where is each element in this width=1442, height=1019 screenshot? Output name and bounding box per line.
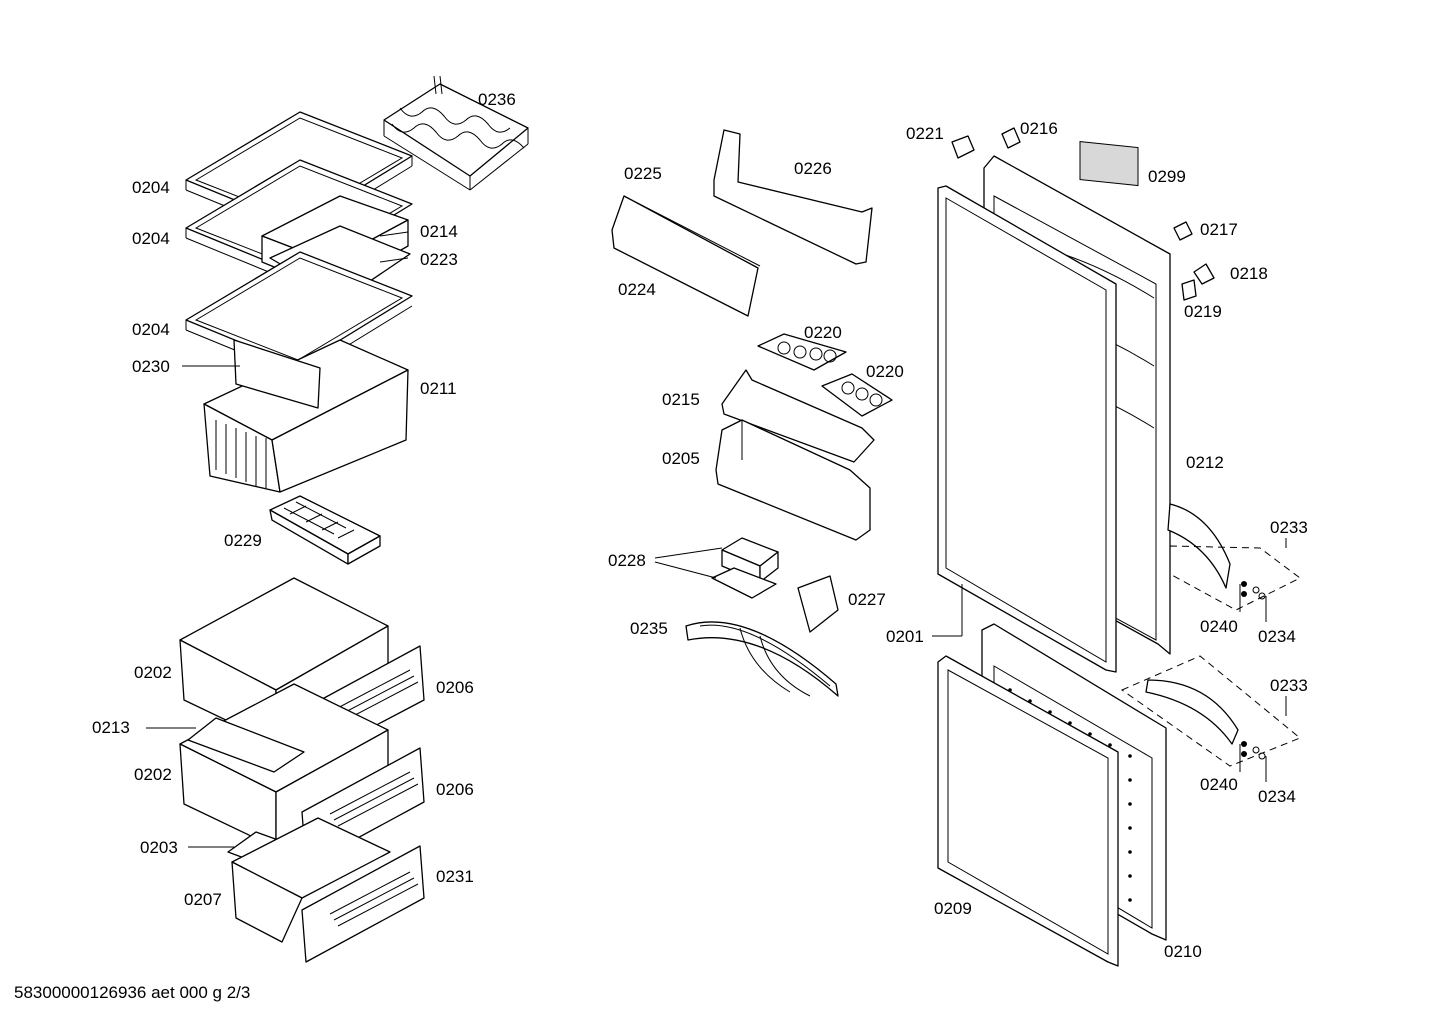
panel-dot xyxy=(1128,874,1132,878)
label-0229: 0229 xyxy=(224,531,262,550)
label-0220: 0220 xyxy=(866,362,904,381)
door-handle-icon xyxy=(1120,655,1301,767)
divider-icon xyxy=(797,575,839,633)
screw-set-icon xyxy=(1241,581,1266,760)
panel-dot xyxy=(1128,898,1132,902)
panel-dot xyxy=(1128,826,1132,830)
label-0212: 0212 xyxy=(1186,453,1224,472)
label-0223: 0223 xyxy=(420,250,458,269)
label-0206: 0206 xyxy=(436,678,474,697)
label-0230: 0230 xyxy=(132,357,170,376)
part-labels: 0236 0204 0204 0214 0223 0204 0230 0211 … xyxy=(92,90,1308,961)
label-0225: 0225 xyxy=(624,164,662,183)
label-0203: 0203 xyxy=(140,838,178,857)
label-sticker xyxy=(1079,140,1139,187)
label-0221: 0221 xyxy=(906,124,944,143)
label-0231: 0231 xyxy=(436,867,474,886)
panel-dot xyxy=(1128,754,1132,758)
label-0233: 0233 xyxy=(1270,676,1308,695)
label-0204: 0204 xyxy=(132,178,170,197)
panel-dot xyxy=(1128,778,1132,782)
label-0228: 0228 xyxy=(608,551,646,570)
ice-tray-icon xyxy=(269,495,381,565)
label-0236: 0236 xyxy=(478,90,516,109)
label-0209: 0209 xyxy=(934,899,972,918)
label-0240: 0240 xyxy=(1200,775,1238,794)
door-bin-icon xyxy=(611,195,761,317)
panel-dot xyxy=(1128,802,1132,806)
label-0204: 0204 xyxy=(132,229,170,248)
label-0202: 0202 xyxy=(134,765,172,784)
label-0211: 0211 xyxy=(420,379,457,398)
label-0206: 0206 xyxy=(436,780,474,799)
label-0234: 0234 xyxy=(1258,787,1296,806)
label-0240: 0240 xyxy=(1200,617,1238,636)
label-0220: 0220 xyxy=(804,323,842,342)
label-0215: 0215 xyxy=(662,390,700,409)
bottle-holder-icon xyxy=(685,621,839,697)
label-0219: 0219 xyxy=(1184,302,1222,321)
drawer-icon xyxy=(231,817,425,963)
panel-dot xyxy=(1128,850,1132,854)
panel-dot xyxy=(1068,721,1072,725)
label-0205: 0205 xyxy=(662,449,700,468)
door-handle-icon xyxy=(1167,503,1301,611)
door-gasket-icon xyxy=(937,185,1117,673)
wine-rack-icon xyxy=(383,75,529,191)
label-0224: 0224 xyxy=(618,280,656,299)
label-0233: 0233 xyxy=(1270,518,1308,537)
label-0201: 0201 xyxy=(886,627,924,646)
door-bin-icon xyxy=(713,129,873,265)
label-0202: 0202 xyxy=(134,663,172,682)
document-id: 58300000126936 aet 000 g 2/3 xyxy=(14,983,250,1002)
label-0214: 0214 xyxy=(420,222,458,241)
leader-lines xyxy=(146,231,1287,848)
panel-dot xyxy=(1088,732,1092,736)
hinge-cover-icon xyxy=(951,127,1215,301)
drawer-icon xyxy=(203,339,409,493)
label-0207: 0207 xyxy=(184,890,222,909)
label-0204: 0204 xyxy=(132,320,170,339)
label-0227: 0227 xyxy=(848,590,886,609)
panel-dot xyxy=(1108,743,1112,747)
storage-tray-icon xyxy=(261,195,411,301)
label-0217: 0217 xyxy=(1200,220,1238,239)
label-0213: 0213 xyxy=(92,718,130,737)
label-0218: 0218 xyxy=(1230,264,1268,283)
label-0299: 0299 xyxy=(1148,167,1186,186)
label-0226: 0226 xyxy=(794,159,832,178)
label-0210: 0210 xyxy=(1164,942,1202,961)
label-0216: 0216 xyxy=(1020,119,1058,138)
door-gasket-icon xyxy=(937,655,1119,967)
label-0235: 0235 xyxy=(630,619,668,638)
egg-tray-icon xyxy=(757,333,847,371)
storage-box-icon xyxy=(711,537,779,599)
label-0234: 0234 xyxy=(1258,627,1296,646)
door-bin-icon xyxy=(715,419,871,541)
egg-tray-icon xyxy=(821,373,893,417)
